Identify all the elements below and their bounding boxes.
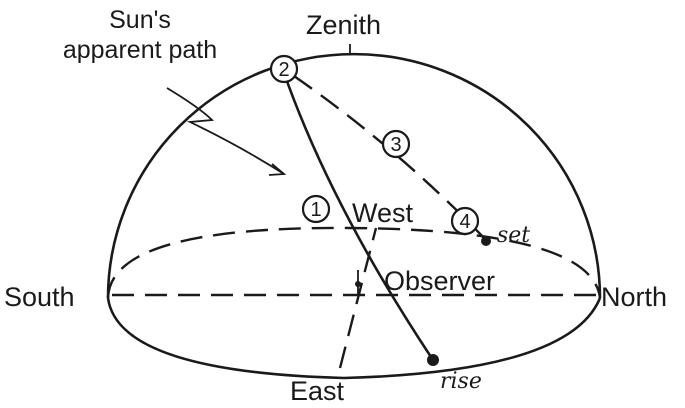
position-4-label: 4 [459, 211, 470, 233]
sunset-point [481, 236, 491, 246]
observer-marker [355, 281, 361, 287]
north-label: North [601, 282, 667, 312]
east-west-axis [340, 228, 376, 368]
zenith-label: Zenith [306, 10, 381, 40]
west-label: West [352, 198, 414, 228]
position-3-label: 3 [390, 134, 401, 156]
position-1-label: 1 [310, 199, 321, 221]
horizon-front-edge [108, 298, 600, 378]
label-pointer-arrow [167, 88, 284, 174]
sunrise-point [427, 354, 439, 366]
position-2-label: 2 [278, 59, 289, 81]
observer-label: Observer [384, 266, 495, 296]
sun-path-label-line2: apparent path [63, 36, 217, 64]
rise-label: rise [440, 369, 482, 394]
sun-path-label-line1: Sun's [109, 6, 171, 34]
south-label: South [4, 282, 75, 312]
set-label: set [497, 223, 530, 248]
east-label: East [290, 376, 345, 406]
celestial-dome [108, 54, 600, 298]
